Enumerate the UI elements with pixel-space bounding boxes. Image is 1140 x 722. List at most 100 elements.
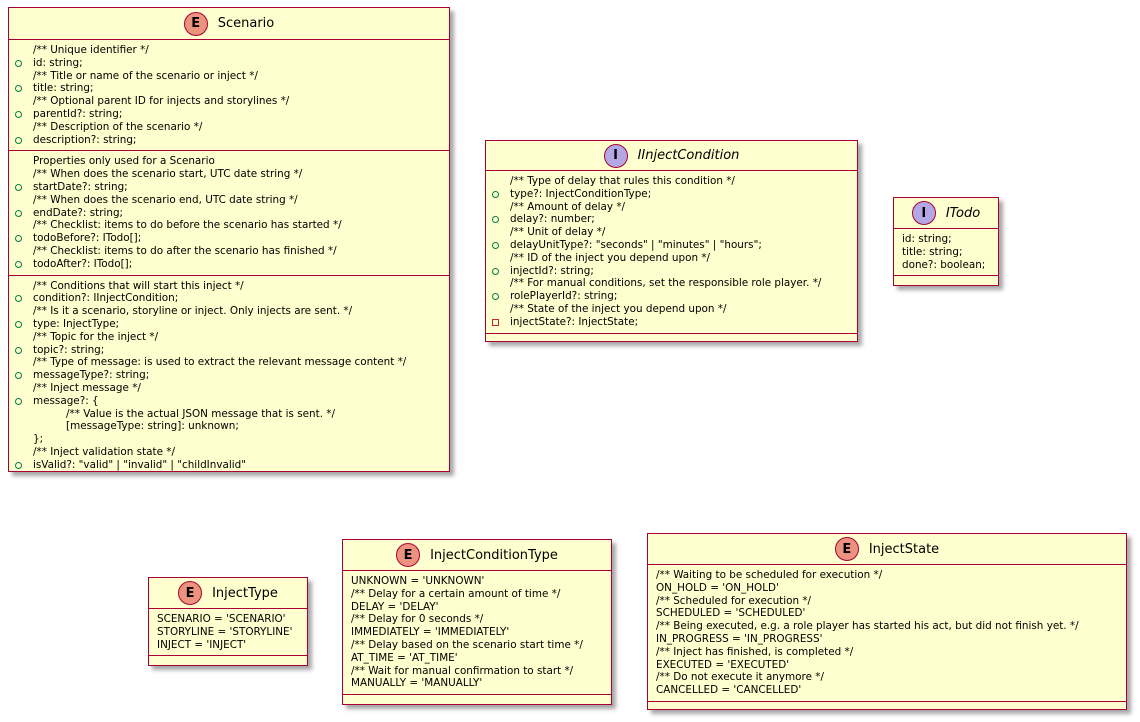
member-line: description?: string; [9,134,449,147]
enum-badge-icon: E [834,537,859,561]
member-text: /** Inject has finished, is completed */ [656,645,854,658]
member-line: AT_TIME = 'AT_TIME' [343,652,611,665]
member-line: /** Checklist: items to do after the sce… [9,245,449,258]
public-visibility-icon [15,397,22,405]
scenario-member-section: /** Unique identifier */id: string;/** T… [9,40,449,152]
member-text: /** Conditions that will start this inje… [33,279,244,292]
member-text: /** Type of delay that rules this condit… [510,175,735,187]
injectstate-member-section: /** Waiting to be scheduled for executio… [648,565,1126,702]
member-text: /** Wait for manual confirmation to star… [351,664,574,677]
member-text: Properties only used for a Scenario [33,155,215,168]
member-text: /** Title or name of the scenario or inj… [33,69,258,82]
itodo-title: ITodo [945,205,981,221]
member-text: startDate?: string; [33,180,128,193]
member-line: /** Checklist: items to do before the sc… [9,219,449,232]
member-text: message?: { [33,394,99,407]
member-line: CANCELLED = 'CANCELLED' [648,684,1126,697]
member-text: ON_HOLD = 'ON_HOLD' [656,581,779,594]
member-text: }; [33,433,44,446]
member-line: /** Delay based on the scenario start ti… [343,639,611,652]
member-line: /** Optional parent ID for injects and s… [9,95,449,108]
member-line: SCHEDULED = 'SCHEDULED' [648,607,1126,620]
itodo-empty-section [894,276,998,284]
public-visibility-icon [15,110,22,118]
member-text: STORYLINE = 'STORYLINE' [157,625,293,638]
member-text: MANUALLY = 'MANUALLY' [351,677,483,690]
member-line: todoAfter?: ITodo[]; [9,258,449,271]
member-line: /** Inject has finished, is completed */ [648,646,1126,659]
member-text: type: InjectType; [33,317,120,330]
member-line: id: string; [9,57,449,70]
member-text: /** State of the inject you depend upon … [510,302,727,315]
member-text: SCHEDULED = 'SCHEDULED' [656,607,806,620]
member-line: topic?: string; [9,344,449,357]
public-visibility-icon [15,346,22,354]
member-text: description?: string; [33,133,137,146]
member-line: /** Type of delay that rules this condit… [486,175,857,188]
member-text: /** Delay for 0 seconds */ [351,613,484,626]
member-line: /** ID of the inject you depend upon */ [486,252,857,265]
member-text: /** Optional parent ID for injects and s… [33,95,290,108]
member-text: /** Scheduled for execution */ [656,594,812,607]
member-line: isValid?: "valid" | "invalid" | "childIn… [9,459,449,472]
member-text: /** Inject message */ [33,381,141,394]
injectstate-header: E InjectState [648,534,1126,565]
member-line: /** Description of the scenario */ [9,121,449,134]
injecttype-title: InjectType [212,585,278,601]
iinjectcondition-header: I IInjectCondition [486,141,857,171]
itodo-interface: I ITodo id: string;title: string;done?: … [893,197,999,286]
member-text: /** Checklist: items to do after the sce… [33,244,337,257]
injectconditiontype-member-section: UNKNOWN = 'UNKNOWN'/** Delay for a certa… [343,571,611,696]
member-line: delay?: number; [486,213,857,226]
member-line: /** Unique identifier */ [9,44,449,57]
public-visibility-icon [15,136,22,144]
member-line: rolePlayerId?: string; [486,290,857,303]
injectstate-title: InjectState [868,541,940,557]
member-line: /** Delay for a certain amount of time *… [343,588,611,601]
member-line: /** Wait for manual confirmation to star… [343,665,611,678]
member-text: injectState?: InjectState; [510,315,639,328]
member-text: messageType?: string; [33,369,150,382]
member-text: /** Being executed, e.g. a role player h… [656,620,1079,633]
member-text: todoBefore?: ITodo[]; [33,232,142,245]
member-text: /** Is it a scenario, storyline or injec… [33,305,353,318]
member-line: messageType?: string; [9,369,449,382]
member-text: /** Unit of delay */ [510,226,606,239]
scenario-title: Scenario [217,16,275,31]
member-text: id: string; [33,56,83,69]
member-line: /** Being executed, e.g. a role player h… [648,620,1126,633]
member-text: DELAY = 'DELAY' [351,600,439,613]
public-visibility-icon [15,320,22,328]
member-line: /** Type of message: is used to extract … [9,356,449,369]
member-line: /** Delay for 0 seconds */ [343,613,611,626]
member-text: /** When does the scenario end, UTC date… [33,193,298,206]
member-line: title: string; [894,246,998,259]
member-text: /** Value is the actual JSON message tha… [33,407,336,420]
member-text: SCENARIO = 'SCENARIO' [157,613,286,625]
member-line: /** Value is the actual JSON message tha… [9,408,449,421]
member-line: startDate?: string; [9,181,449,194]
member-line: injectId?: string; [486,265,857,278]
member-line: condition?: IInjectCondition; [9,292,449,305]
entity-badge-icon: E [183,11,208,36]
member-text: /** Do not execute it anymore */ [656,671,824,684]
injectconditiontype-empty-section [343,695,611,703]
member-line: /** Unit of delay */ [486,226,857,239]
member-line: /** When does the scenario start, UTC da… [9,168,449,181]
member-line: /** Amount of delay */ [486,201,857,214]
member-text: /** Unique identifier */ [33,44,149,56]
member-text: delay?: number; [510,213,595,226]
injectstate-body: /** Waiting to be scheduled for executio… [648,565,1126,710]
member-text: CANCELLED = 'CANCELLED' [656,684,802,697]
iinjectcondition-body: /** Type of delay that rules this condit… [486,171,857,342]
member-text: done?: boolean; [902,258,986,271]
member-line: INJECT = 'INJECT' [149,639,307,652]
member-text: /** Description of the scenario */ [33,120,203,133]
member-text: /** For manual conditions, set the respo… [510,277,822,290]
member-line: UNKNOWN = 'UNKNOWN' [343,575,611,588]
member-text: endDate?: string; [33,206,124,219]
member-text: IN_PROGRESS = 'IN_PROGRESS' [656,632,823,645]
member-text: /** Waiting to be scheduled for executio… [656,569,883,581]
member-line: /** Title or name of the scenario or inj… [9,70,449,83]
member-text: parentId?: string; [33,107,123,120]
